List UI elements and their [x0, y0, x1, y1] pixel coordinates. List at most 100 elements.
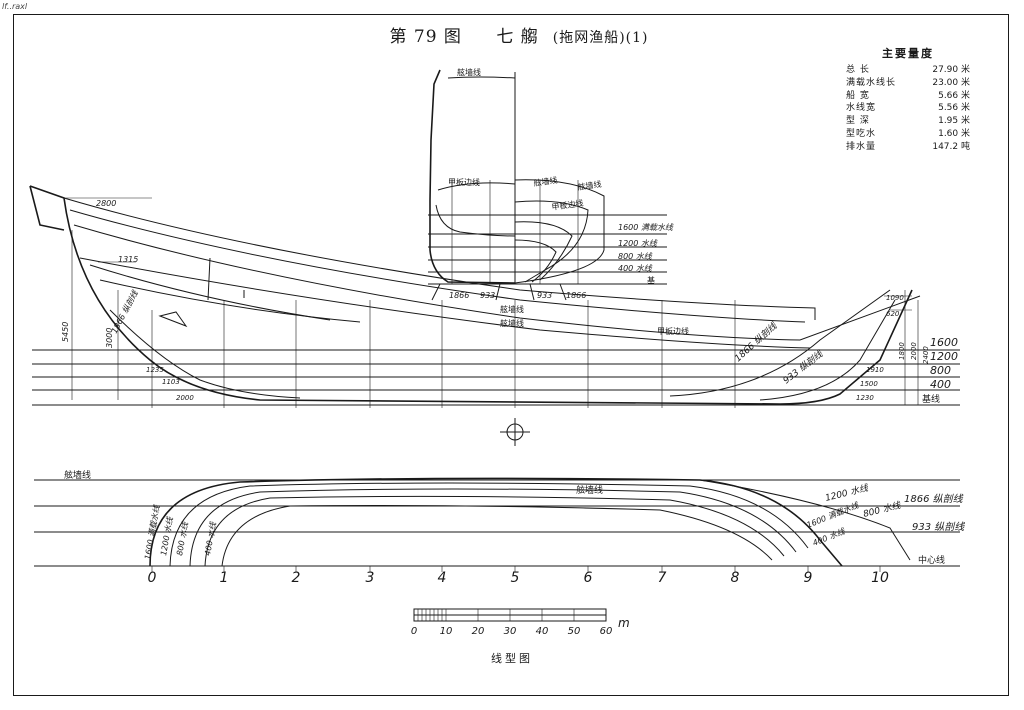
- body-plan-fore-half: [429, 69, 516, 284]
- profile-label: 舷墙线: [500, 318, 524, 328]
- dimension-label: 水线宽: [846, 103, 877, 114]
- dimension-label: 满载水线长: [846, 77, 897, 88]
- body-plan-section-a: [435, 204, 516, 237]
- profile-wl-label: 400: [930, 378, 951, 391]
- profile-label: 933 纵剖线: [781, 348, 826, 386]
- vessel-name: 七 䑼: [496, 27, 539, 47]
- profile-rudder-marks: [207, 257, 245, 301]
- hb-label: 1200 水线: [824, 482, 870, 504]
- dimension-value: 5.56 米: [938, 103, 970, 114]
- bp-dim: 1866: [566, 291, 586, 300]
- profile-label: 甲板边线: [657, 326, 689, 336]
- bp-dim: 1866: [449, 291, 469, 300]
- body-plan-aft-half: [514, 179, 605, 284]
- corner-mark: lf..raxl: [2, 2, 28, 11]
- dimension-value: 1.60 米: [938, 128, 970, 139]
- profile-wl-label: 800: [930, 364, 951, 377]
- profile-stern-dim: 620: [886, 310, 900, 318]
- profile-buttock-933: [759, 299, 896, 401]
- profile-station-lines: [151, 300, 736, 408]
- profile-stern-dim: 1230: [856, 394, 874, 402]
- bp-label: 舷墙线: [533, 175, 558, 188]
- body-plan: 舷墙线 甲板边线 舷墙线 舷墙线 甲板边线 1600 满载水线 1200 水线 …: [428, 67, 674, 301]
- dimension-value: 147.2 吨: [932, 141, 970, 152]
- profile-wl-label: 1600: [930, 336, 958, 349]
- bp-label: 甲板边线: [551, 198, 584, 212]
- body-plan-deck-edge: [437, 182, 516, 191]
- half-breadth-wl-800: [204, 495, 785, 567]
- profile-stern-dim: 2400: [922, 346, 930, 364]
- station-number: 2: [292, 570, 301, 586]
- profile-buttock-1866: [669, 289, 891, 397]
- dimension-value: 27.90 米: [932, 65, 970, 75]
- body-plan-dim-leaders: [431, 283, 567, 301]
- station-number: 9: [804, 570, 813, 586]
- profile-label: 1866 纵剖线: [733, 320, 780, 364]
- half-breadth-rail-aft: [699, 479, 911, 561]
- profile-dim: 1315: [118, 255, 138, 264]
- vessel-type: (拖网渔船)(1): [552, 30, 649, 46]
- body-plan-section-c: [514, 221, 573, 281]
- hb-label: 400 水线: [811, 526, 847, 547]
- bp-label: 甲板边线: [448, 177, 480, 187]
- station-number: 8: [731, 570, 740, 586]
- station-number: 7: [658, 570, 667, 586]
- dimension-label: 型 深: [846, 116, 870, 127]
- profile-stern-dims: [884, 290, 919, 405]
- dimension-row: 满载水线长 23.00 米: [846, 77, 970, 90]
- bp-waterline-label: 800 水线: [618, 252, 653, 261]
- station-number: 4: [438, 570, 447, 586]
- half-breadth-wl-1200: [189, 488, 797, 567]
- station-number: 6: [584, 570, 593, 586]
- hb-left-label: 400 水线: [203, 521, 218, 557]
- profile-stern-dim: 1500: [860, 380, 878, 388]
- scale-tick: 30: [504, 626, 517, 637]
- profile-waterlines: [32, 349, 960, 406]
- drawing-frame: [13, 14, 1009, 696]
- bp-label: 舷墙线: [577, 179, 602, 192]
- bp-dim: 933: [537, 291, 552, 300]
- half-breadth-sheer: [149, 477, 843, 567]
- body-plan-section-b: [514, 200, 589, 283]
- dimension-value: 23.00 米: [932, 77, 970, 88]
- profile-stern-dim: 2000: [910, 342, 918, 360]
- profile-buttock-fore: [109, 309, 301, 399]
- station-number: 5: [511, 570, 520, 586]
- bp-label: 舷墙线: [457, 67, 481, 77]
- dimension-row: 水线宽 5.56 米: [846, 102, 970, 115]
- bp-waterline-label: 1600 满载水线: [618, 223, 674, 232]
- station-ticks: [151, 566, 881, 572]
- hb-label: 1600 满载水线: [805, 501, 860, 530]
- dimension-label: 排水量: [846, 141, 877, 152]
- profile-dim: 2000: [176, 394, 194, 402]
- hb-label: 933 纵剖线: [912, 521, 965, 533]
- profile-stern-dim: 1800: [898, 342, 906, 360]
- profile-stern-dim: 1090: [886, 294, 904, 302]
- profile-dim-lines: [64, 197, 152, 400]
- figure-number: 第 79 图: [389, 27, 462, 47]
- station-number: 10: [871, 570, 889, 586]
- scale-tick: 60: [600, 626, 613, 637]
- scale-tick: 50: [568, 626, 581, 637]
- hb-label: 800 水线: [862, 500, 903, 520]
- body-plan-section-d: [514, 239, 557, 283]
- profile-dim: 5450: [61, 322, 70, 342]
- dimension-label: 船 宽: [846, 90, 870, 101]
- half-breadth-plan: 舷墙线 舷墙线 1200 水线 800 水线 1600 满载水线 400 水线 …: [34, 469, 965, 572]
- scale-tick: 0: [411, 626, 417, 637]
- body-plan-buttocks: [451, 180, 579, 284]
- scale-unit: m: [618, 616, 630, 630]
- profile-stern-dim: 1910: [866, 366, 884, 374]
- bp-waterline-label: 400 水线: [618, 264, 653, 273]
- profile-dim: 1103: [162, 378, 180, 386]
- profile-hull-outline: [29, 185, 913, 405]
- hb-label: 1866 纵剖线: [904, 493, 964, 505]
- midship-symbol: [500, 418, 530, 446]
- profile-label: 1866 纵剖线: [110, 288, 140, 335]
- drawing-caption: 线型图: [491, 652, 533, 665]
- profile-rail-line: [63, 197, 816, 320]
